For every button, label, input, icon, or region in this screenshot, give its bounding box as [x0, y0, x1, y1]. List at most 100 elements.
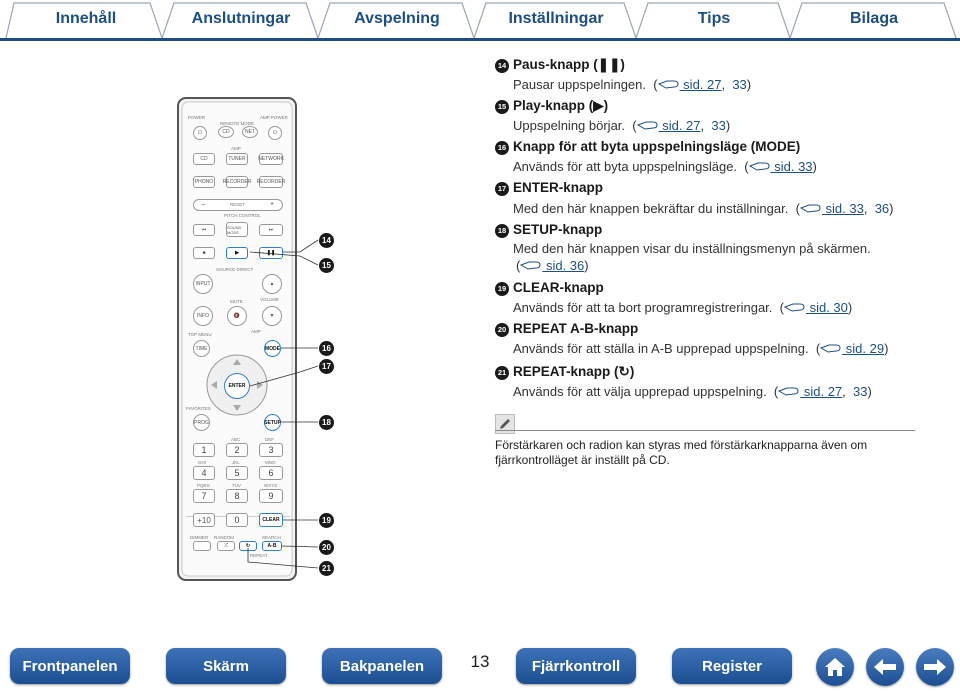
- skip-forward-button[interactable]: ⏭: [259, 224, 283, 236]
- key-0[interactable]: 0: [226, 513, 248, 527]
- arrow-left-icon[interactable]: [866, 648, 904, 686]
- source-cd-button[interactable]: CD: [193, 153, 215, 165]
- item-18-ref-link[interactable]: sid. 36: [542, 258, 585, 273]
- item-15-ref-link[interactable]: sid. 27: [658, 118, 701, 133]
- nav-fjarrkontroll-button[interactable]: Fjärrkontroll: [516, 648, 636, 684]
- item-18-desc: Med den här knappen visar du inställning…: [513, 241, 871, 256]
- item-18-number: 18: [495, 224, 509, 238]
- volume-up-button[interactable]: ▲: [262, 274, 282, 294]
- pointing-hand-icon: [778, 387, 799, 396]
- clear-button[interactable]: CLEAR: [259, 513, 283, 527]
- remote-control-illustration: POWER AMP POWER REMOTE MODE ⏻ CD NET ⏻ A…: [176, 96, 298, 582]
- item-15-ref-link-2[interactable]: 33: [711, 118, 726, 133]
- dimmer-button[interactable]: [193, 541, 211, 551]
- info-button[interactable]: INFO: [193, 306, 213, 326]
- item-17-ref-link[interactable]: sid. 33: [821, 201, 864, 216]
- item-16-title-text: Knapp för att byta uppspelningsläge (MOD…: [513, 139, 801, 154]
- key-7[interactable]: 7: [193, 489, 215, 503]
- item-20-ref-link[interactable]: sid. 29: [842, 341, 885, 356]
- item-17-number: 17: [495, 182, 509, 196]
- tab-bilaga[interactable]: Bilaga: [849, 10, 898, 27]
- source-recorder2-button[interactable]: RECORDER: [257, 176, 285, 188]
- prog-button[interactable]: PROG: [193, 414, 210, 431]
- label-source-direct: SOURCE DIRECT: [216, 267, 254, 272]
- key-9[interactable]: 9: [259, 489, 283, 503]
- item-19-number: 19: [495, 282, 509, 296]
- label-pitch-control: PITCH CONTROL: [224, 213, 261, 218]
- item-17-ref-link-2[interactable]: 36: [874, 201, 890, 216]
- item-16-ref-link[interactable]: sid. 33: [770, 159, 813, 174]
- pitch-plus-button[interactable]: +: [270, 201, 275, 208]
- item-19-desc-text: Används för att ta bort programregistrer…: [513, 300, 773, 315]
- item-18-ref: ( sid. 36): [516, 258, 589, 273]
- source-recorder-button[interactable]: RECORDER: [223, 176, 251, 188]
- callout-14: 14: [319, 233, 334, 248]
- key-2[interactable]: 2: [226, 443, 248, 457]
- tab-shapes: [5, 2, 957, 39]
- setup-button[interactable]: SETUP: [264, 414, 281, 431]
- tab-avspelning[interactable]: Avspelning: [354, 10, 440, 27]
- enter-button[interactable]: ENTER: [224, 373, 250, 399]
- key-3[interactable]: 3: [259, 443, 283, 457]
- power-button[interactable]: ⏻: [193, 126, 207, 140]
- pencil-note-icon: [495, 414, 515, 434]
- nav-frontpanelen-button[interactable]: Frontpanelen: [10, 648, 130, 684]
- arrow-right-icon[interactable]: [916, 648, 954, 686]
- source-network-button[interactable]: NETWORK: [258, 153, 284, 165]
- stop-button[interactable]: ■: [193, 247, 215, 259]
- item-14-ref-link-2[interactable]: 33: [732, 77, 747, 92]
- pitch-minus-button[interactable]: −: [201, 202, 206, 209]
- tab-shape-2: [161, 2, 319, 39]
- item-21-desc-text: Används för att välja upprepad uppspelni…: [513, 384, 767, 399]
- repeat-ab-button[interactable]: A-B: [262, 541, 282, 551]
- mute-button[interactable]: 🔇: [227, 306, 247, 326]
- remote-mode-net-button[interactable]: NET: [242, 126, 258, 138]
- key-7-letters: PQRS: [197, 483, 210, 488]
- key-5[interactable]: 5: [226, 466, 248, 480]
- key-4[interactable]: 4: [193, 466, 215, 480]
- tab-anslutningar[interactable]: Anslutningar: [191, 10, 291, 27]
- callout-17: 17: [319, 359, 334, 374]
- pitch-reset-button[interactable]: RESET: [230, 202, 246, 207]
- pointing-hand-icon: [520, 261, 541, 270]
- time-button[interactable]: TIME: [193, 340, 210, 357]
- nav-register-button[interactable]: Register: [672, 648, 792, 684]
- repeat-button[interactable]: ↻: [239, 541, 257, 551]
- amp-power-button[interactable]: ⏻: [268, 126, 282, 140]
- item-16-desc: Används för att byta uppspelningsläge. (…: [513, 159, 817, 174]
- item-14-number: 14: [495, 59, 509, 73]
- input-button[interactable]: INPUT: [193, 274, 213, 294]
- tab-innehall[interactable]: Innehåll: [55, 10, 117, 27]
- remote-mode-cd-button[interactable]: CD: [218, 126, 234, 138]
- source-phono-button[interactable]: PHONO: [193, 176, 215, 188]
- home-icon[interactable]: [816, 648, 854, 686]
- key-9-letters: WXYZ: [264, 483, 277, 488]
- random-button[interactable]: ⤮: [217, 541, 235, 551]
- volume-down-button[interactable]: ▼: [262, 306, 282, 326]
- key-6[interactable]: 6: [259, 466, 283, 480]
- item-21-ref-link-2[interactable]: 33: [853, 384, 868, 399]
- tab-tips[interactable]: Tips: [697, 10, 731, 27]
- item-21-ref-link[interactable]: sid. 27: [800, 384, 843, 399]
- item-14-ref-link[interactable]: sid. 27: [679, 77, 722, 92]
- callout-15: 15: [319, 258, 334, 273]
- nav-skarm-button[interactable]: Skärm: [166, 648, 286, 684]
- nav-bakpanelen-button[interactable]: Bakpanelen: [322, 648, 442, 684]
- item-21-title-text: REPEAT-knapp (↻): [513, 364, 635, 379]
- key-1[interactable]: 1: [193, 443, 215, 457]
- key-plus-10[interactable]: +10: [193, 513, 215, 527]
- source-tuner-button[interactable]: TUNER: [226, 153, 248, 165]
- key-8[interactable]: 8: [226, 489, 248, 503]
- tab-installningar[interactable]: Inställningar: [508, 10, 604, 27]
- item-19-ref-link[interactable]: sid. 30: [805, 300, 848, 315]
- skip-back-button[interactable]: ⏮: [193, 224, 215, 236]
- sound-mode-button[interactable]: SOUND MODE: [226, 222, 248, 237]
- tab-shape-4: [473, 2, 637, 39]
- pause-button[interactable]: ❚❚: [259, 247, 283, 259]
- item-14-desc: Pausar uppspelningen. ( sid. 27, 33): [513, 77, 752, 92]
- mode-button[interactable]: MODE: [264, 340, 281, 357]
- play-button[interactable]: ▶: [226, 247, 248, 259]
